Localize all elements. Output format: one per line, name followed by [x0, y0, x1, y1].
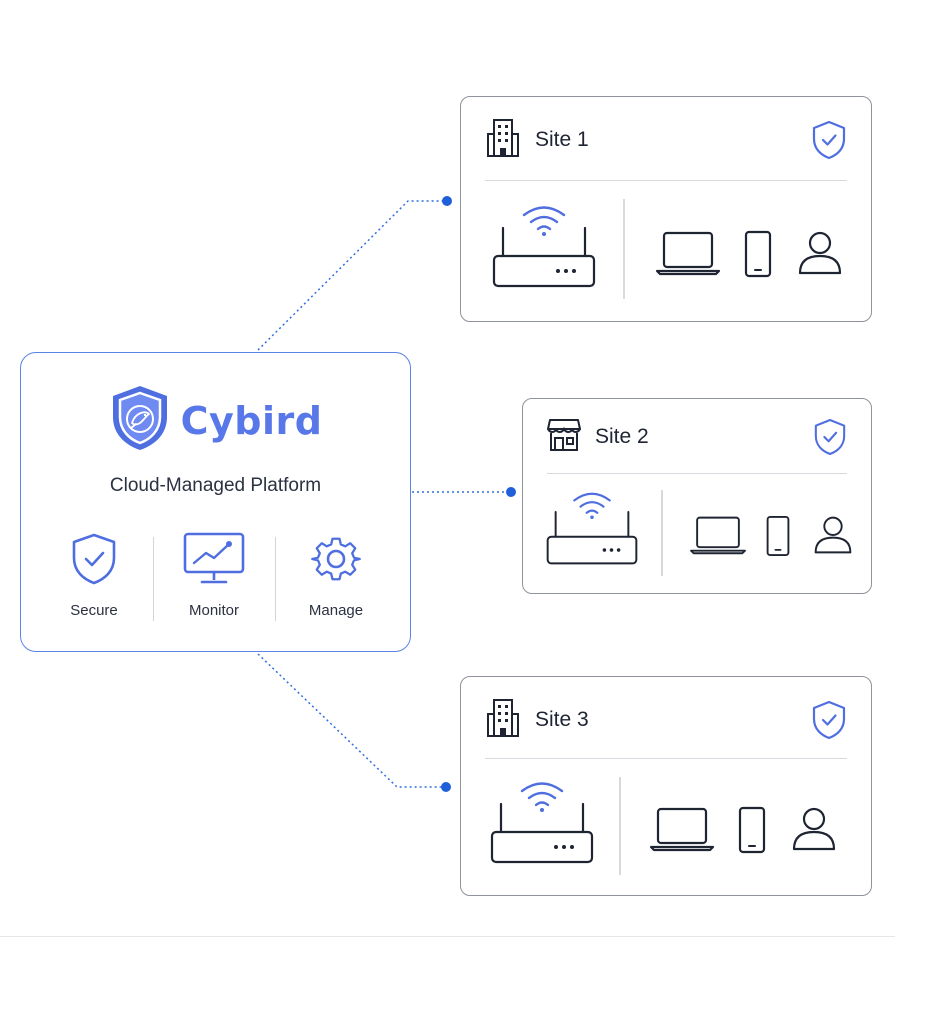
feature-monitor: Monitor	[154, 531, 274, 619]
connector-site-3	[257, 653, 446, 788]
connector-dot-site-2	[506, 487, 516, 497]
feature-divider	[275, 537, 276, 621]
shield-check-icon	[811, 120, 847, 160]
site-column-divider	[623, 199, 625, 299]
site-divider	[547, 473, 847, 474]
feature-label-monitor: Monitor	[188, 602, 240, 619]
shield-check-icon	[70, 532, 118, 591]
monitor-chart-icon	[182, 531, 246, 592]
site-card-2: Site 2	[522, 398, 872, 594]
gear-icon	[310, 533, 362, 590]
connector-dot-site-1	[442, 196, 452, 206]
site-column-divider	[661, 490, 663, 576]
smartphone-icon	[737, 805, 767, 860]
feature-secure: Secure	[34, 533, 154, 619]
platform-card: Cybird Cloud-Managed Platform Secure	[20, 352, 411, 652]
feature-label-secure: Secure	[70, 602, 118, 619]
feature-manage: Manage	[276, 533, 396, 619]
page-divider	[0, 936, 895, 937]
smartphone-icon	[765, 514, 791, 563]
site-divider	[485, 758, 847, 759]
user-icon	[797, 230, 843, 281]
cybird-shield-logo-icon	[109, 383, 171, 458]
wifi-router-icon	[489, 776, 595, 871]
site-card-3: Site 3	[460, 676, 872, 896]
site-title: Site 1	[535, 128, 589, 151]
office-building-icon	[485, 697, 521, 744]
platform-subtitle: Cloud-Managed Platform	[109, 475, 322, 496]
connector-site-1	[257, 200, 447, 351]
site-divider	[485, 180, 847, 181]
feature-row: Secure Monitor	[21, 531, 410, 623]
feature-label-manage: Manage	[308, 602, 364, 619]
shield-check-icon	[811, 700, 847, 740]
site-title: Site 3	[535, 708, 589, 731]
laptop-icon	[689, 515, 747, 560]
storefront-icon	[547, 417, 581, 458]
laptop-icon	[649, 806, 715, 857]
site-column-divider	[619, 777, 621, 875]
laptop-icon	[655, 230, 721, 281]
wifi-router-icon	[491, 200, 597, 295]
site-title: Site 2	[595, 425, 649, 448]
user-icon	[813, 515, 853, 560]
user-icon	[791, 806, 837, 857]
wifi-router-icon	[545, 486, 639, 573]
smartphone-icon	[743, 229, 773, 284]
connector-dot-site-3	[441, 782, 451, 792]
shield-check-icon	[813, 418, 847, 456]
site-card-1: Site 1	[460, 96, 872, 322]
feature-divider	[153, 537, 154, 621]
office-building-icon	[485, 117, 521, 164]
brand: Cybird	[21, 383, 410, 458]
brand-name: Cybird	[180, 398, 323, 443]
